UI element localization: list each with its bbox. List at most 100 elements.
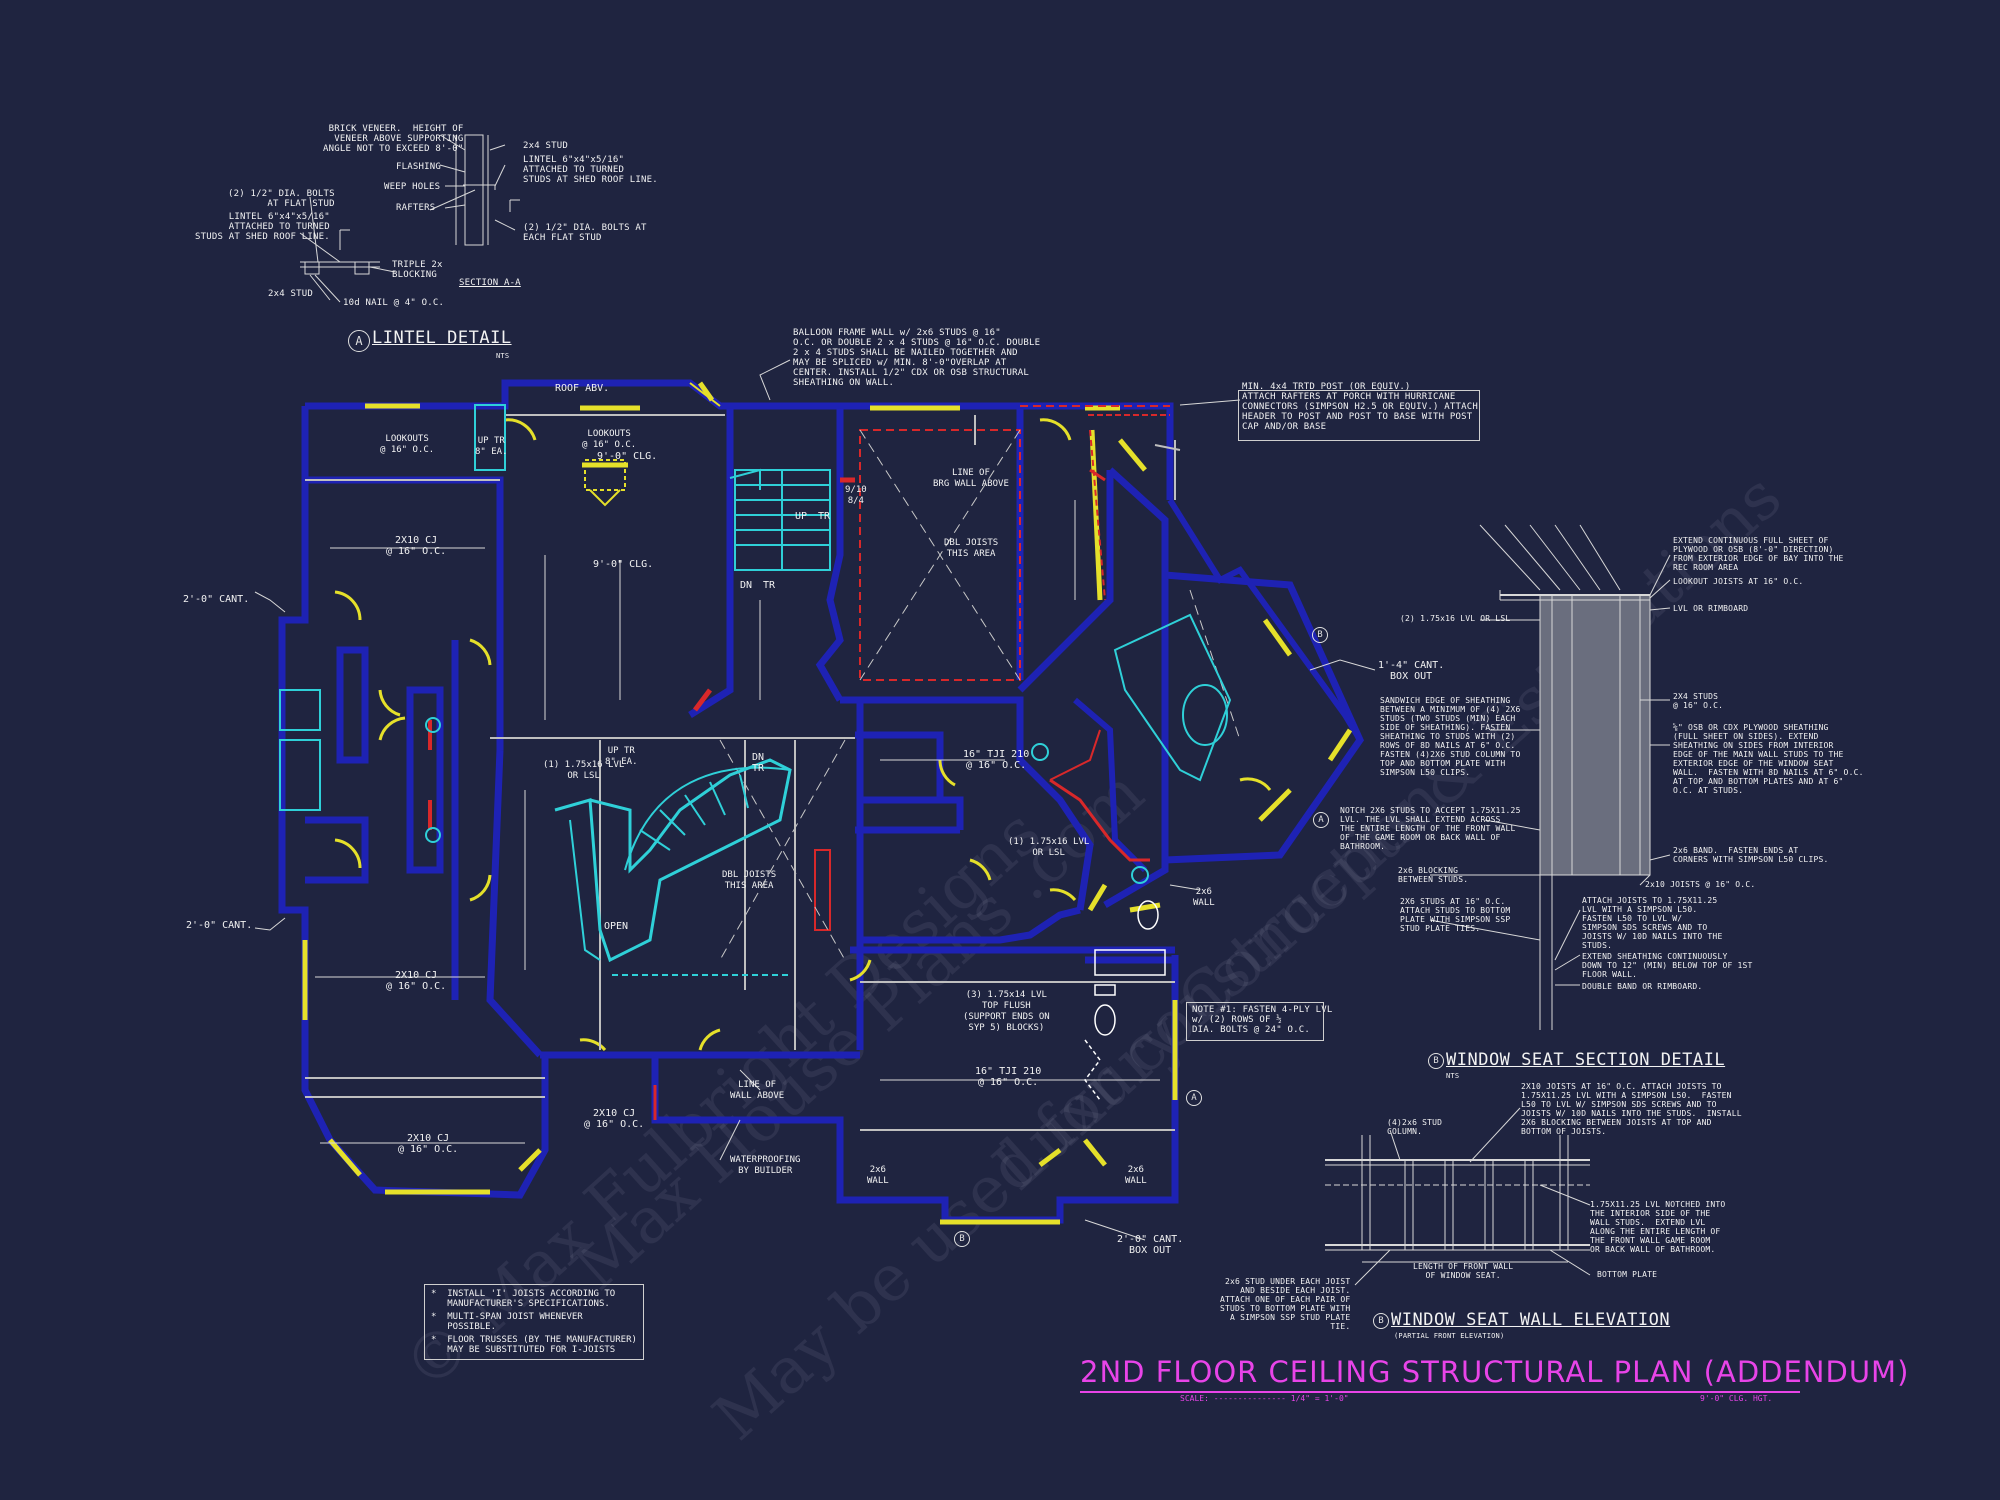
stair-tread <box>739 774 749 809</box>
stair-dn-label: DN TR <box>752 752 765 774</box>
section-tag: A <box>1186 1090 1202 1106</box>
section-tag: B <box>1312 627 1328 643</box>
window <box>1083 1138 1107 1167</box>
leader <box>369 266 396 273</box>
leader <box>1354 1249 1391 1286</box>
lintel-section-mark <box>339 199 520 250</box>
interior-wall <box>486 749 543 1058</box>
leader <box>1649 579 1671 599</box>
stair-arc <box>624 766 791 871</box>
section-note: 2x10 JOISTS @ 16" O.C. <box>1645 880 1756 889</box>
leader <box>1084 1219 1146 1241</box>
fixture <box>1031 743 1049 761</box>
lintel-note: LINTEL 6"x4"x5/16" ATTACHED TO TURNED ST… <box>195 212 330 242</box>
elevation-note: LENGTH OF FRONT WALL OF WINDOW SEAT. <box>1413 1262 1514 1280</box>
note-1-box <box>1186 1002 1324 1041</box>
section-note: ⅝" OSB OR CDX PLYWOOD SHEATHING (FULL SH… <box>1673 723 1864 795</box>
leader <box>1389 1129 1401 1161</box>
open-label: OPEN <box>604 921 629 932</box>
stair-tr-label: TR <box>763 580 776 591</box>
stair-tread <box>709 781 726 816</box>
interior-wall <box>688 406 734 718</box>
post-note: MIN. 4x4 TRTD POST (OR EQUIV.) ATTACH RA… <box>1242 382 1478 432</box>
leader <box>1549 1249 1591 1276</box>
dbl-joist-label: DBL JOISTS THIS AREA <box>722 870 777 891</box>
window <box>1038 1148 1062 1167</box>
door-swing <box>969 858 992 881</box>
detail-tag: B <box>1373 1313 1389 1329</box>
fixture <box>1131 866 1149 884</box>
leader <box>309 274 331 301</box>
lintel-note: TRIPLE 2x BLOCKING <box>392 260 443 280</box>
section-note: 2X4 STUDS @ 16" O.C. <box>1673 692 1724 710</box>
bearing-wall-label: LINE OF BRG WALL ABOVE <box>933 468 1009 489</box>
section-note: 2X6 STUDS AT 16" O.C. ATTACH STUDS TO BO… <box>1400 897 1511 933</box>
section-wall <box>1539 594 1651 876</box>
section-tag: B <box>954 1231 970 1247</box>
door-swing <box>1049 888 1077 902</box>
fixture <box>425 717 441 733</box>
dbl-joist-line <box>1189 589 1241 741</box>
window <box>1262 618 1293 657</box>
balloon-frame-note: BALLOON FRAME WALL w/ 2x6 STUDS @ 16" O.… <box>793 328 1041 388</box>
door-swing <box>469 874 492 902</box>
leader <box>1484 819 1541 831</box>
elevation-note: 2X10 JOISTS AT 16" O.C. ATTACH JOISTS TO… <box>1521 1082 1742 1136</box>
leader <box>1539 1184 1591 1206</box>
lintel-note: 2x4 STUD <box>523 141 568 151</box>
leader <box>719 1119 741 1161</box>
elevation-note: (4)2x6 STUD COLUMN. <box>1387 1118 1443 1136</box>
leader <box>1639 874 1651 886</box>
post-note-box <box>1238 390 1480 441</box>
interior-wall <box>406 686 444 874</box>
section-line <box>1579 524 1621 591</box>
section-note: LVL OR RIMBOARD <box>1673 604 1749 613</box>
leader <box>444 204 466 209</box>
section-note: 2x6 BAND. FASTEN ENDS AT CORNERS WITH SI… <box>1673 846 1829 864</box>
section-note: EXTEND SHEATHING CONTINUOUSLY DOWN TO 12… <box>1582 952 1753 979</box>
section-note: ATTACH JOISTS TO 1.75X11.25 LVL WITH A S… <box>1582 896 1723 950</box>
up-tr-label: UP TR 8" EA. <box>605 746 638 767</box>
lookouts-label: LOOKOUTS @ 16" O.C. <box>582 429 637 450</box>
general-note: * FLOOR TRUSSES (BY THE MANUFACTURER) MA… <box>431 1335 637 1355</box>
stair-rail <box>729 468 761 490</box>
roof-bay <box>689 382 721 407</box>
cantilever-label: 1'-4" CANT. BOX OUT <box>1378 660 1445 682</box>
interior-wall <box>305 816 369 884</box>
bay-wall <box>1167 498 1363 742</box>
nts-label: NTS <box>1446 1072 1460 1080</box>
joist-label: 2X10 CJ @ 16" O.C. <box>398 1133 459 1155</box>
door-swing <box>579 1038 607 1052</box>
lintel-note: FLASHING <box>396 162 441 172</box>
stair-up-label: UP <box>795 511 808 522</box>
joist-label: 16" TJI 210 @ 16" O.C. <box>975 1066 1042 1088</box>
ceiling-label: 9'-0" CLG. <box>597 451 658 462</box>
lvl-label: (1) 1.75x16 LVL OR LSL <box>543 760 625 781</box>
leader <box>1649 607 1671 611</box>
roof-label: ROOF ABV. <box>555 383 610 394</box>
lintel-note: RAFTERS <box>396 203 436 213</box>
joist-label: 2X10 CJ @ 16" O.C. <box>386 970 447 992</box>
leader <box>489 144 506 151</box>
nts-label: NTS <box>496 352 510 360</box>
interior-wall <box>305 476 504 750</box>
leader <box>1649 854 1671 861</box>
sheet-title: 2ND FLOOR CEILING STRUCTURAL PLAN (ADDEN… <box>1080 1355 1910 1389</box>
leader <box>1169 884 1201 891</box>
dbl-joist-label: DBL JOISTS THIS AREA <box>944 538 999 559</box>
beam <box>814 849 831 931</box>
tub <box>1113 613 1232 782</box>
leader <box>759 359 791 401</box>
curved-stair <box>569 819 601 961</box>
section-note: DOUBLE BAND OR RIMBOARD. <box>1582 982 1703 991</box>
leader <box>439 164 466 173</box>
section-line <box>1479 524 1541 591</box>
window <box>1258 788 1292 822</box>
lintel-note: 10d NAIL @ 4" O.C. <box>343 298 445 308</box>
detail-tag: B <box>1428 1053 1444 1069</box>
interior-wall <box>815 406 844 702</box>
joist-label: 16" TJI 210 @ 16" O.C. <box>963 749 1030 771</box>
interior-wall <box>860 906 1081 944</box>
lintel-note: (2) 1/2" DIA. BOLTS AT FLAT STUD <box>228 189 335 209</box>
